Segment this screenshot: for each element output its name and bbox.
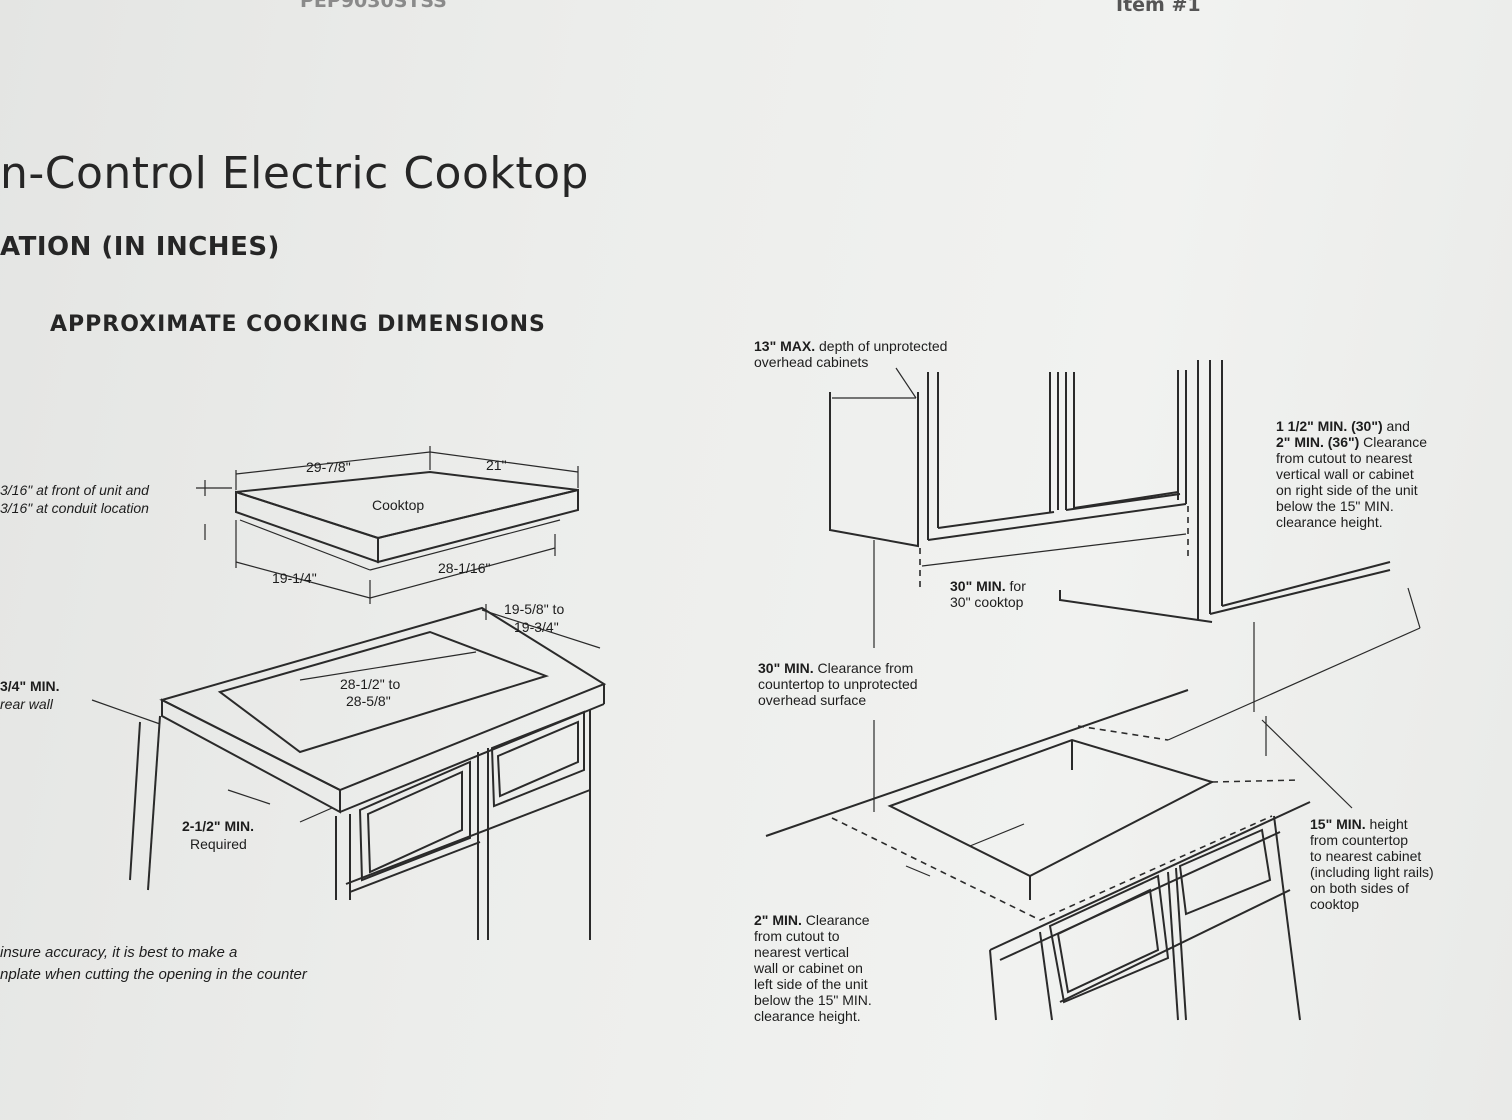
right-clearance-bold-1: 1 1/2" MIN. (30")	[1276, 418, 1383, 434]
cooktop-label: Cooktop	[372, 497, 425, 513]
height-clearance-line-1: height	[1365, 816, 1408, 832]
cooktop-min-text-2: 30" cooktop	[950, 594, 1024, 610]
overhead-clearance-line-1: Clearance from	[813, 660, 914, 676]
overhead-clearance-line-2: countertop to unprotected	[758, 676, 918, 692]
left-clearance-line-7: clearance height.	[754, 1008, 861, 1024]
height-clearance-bold: 15" MIN.	[1310, 816, 1366, 832]
right-clearance-line-6: clearance height.	[1276, 514, 1383, 530]
front-min: 2-1/2" MIN.	[182, 818, 254, 834]
rear-wall-min: 3/4" MIN.	[0, 678, 60, 694]
cooktop-min-text: for	[1005, 578, 1026, 594]
left-clearance-bold: 2" MIN.	[754, 912, 802, 928]
right-clearance-line-2: from cutout to nearest	[1276, 450, 1413, 466]
section-title: ATION (IN INCHES)	[0, 232, 280, 262]
height-clearance-line-3: to nearest cabinet	[1310, 848, 1422, 864]
item-number: Item #1	[1116, 0, 1201, 16]
height-clearance-line-2: from countertop	[1310, 832, 1409, 848]
right-clearance-line-3: vertical wall or cabinet	[1276, 466, 1414, 482]
dim-top-depth: 21"	[486, 457, 507, 473]
left-clearance-line-5: left side of the unit	[754, 976, 868, 992]
cabinet-drawing	[91, 604, 607, 940]
front-required: Required	[190, 836, 247, 852]
right-clearance-line-4: on right side of the unit	[1276, 482, 1418, 498]
right-clearance-line-5: below the 15" MIN.	[1276, 498, 1394, 514]
overhead-clearance-bold: 30" MIN.	[758, 660, 814, 676]
max-depth-text: depth of unprotected	[815, 338, 948, 354]
upper-cabinets-drawing	[829, 360, 1391, 623]
cutout-depth-2: 19-3/4"	[514, 619, 559, 635]
cutout-depth-1: 19-5/8" to	[504, 601, 565, 617]
left-clearance-line-1: Clearance	[801, 912, 870, 928]
right-clearance-label: 1 1/2" MIN. (30") and 2" MIN. (36") Clear…	[1276, 418, 1427, 530]
cutout-width-1: 28-1/2" to	[340, 676, 401, 692]
dim-bottom-depth: 19-1/4"	[272, 570, 317, 586]
note-line-1: insure accuracy, it is best to make a	[0, 944, 238, 961]
dim-bottom-width: 28-1/16"	[438, 560, 491, 576]
right-clearance-and: and	[1382, 418, 1410, 434]
height-clearance-line-4: (including light rails)	[1310, 864, 1434, 880]
height-note-1: 3/16" at front of unit and	[0, 482, 149, 498]
left-clearance-line-3: nearest vertical	[754, 944, 849, 960]
left-clearance-line-6: below the 15" MIN.	[754, 992, 872, 1008]
dim-top-width: 29-7/8"	[306, 459, 351, 475]
left-clearance-line-2: from cutout to	[754, 928, 840, 944]
height-note-2: 3/16" at conduit location	[0, 500, 149, 516]
subsection-title: APPROXIMATE COOKING DIMENSIONS	[50, 312, 546, 337]
height-clearance-line-5: on both sides of	[1310, 880, 1409, 896]
cooktop-min-bold: 30" MIN.	[950, 578, 1006, 594]
height-clearance-line-6: cooktop	[1310, 896, 1360, 912]
cutout-width-2: 28-5/8"	[346, 693, 391, 709]
right-clearance-line-1: Clearance	[1359, 434, 1427, 450]
max-depth-text-2: overhead cabinets	[754, 354, 869, 370]
cooktop-drawing	[196, 446, 579, 604]
overhead-clearance-line-3: overhead surface	[758, 692, 867, 708]
left-clearance-line-4: wall or cabinet on	[754, 960, 863, 976]
max-depth-bold: 13" MAX.	[754, 338, 816, 354]
countertop-drawing	[765, 540, 1421, 1021]
model-number: PEP9030STSS	[300, 0, 447, 12]
right-clearance-bold-2: 2" MIN. (36")	[1276, 434, 1360, 450]
page-title: n-Control Electric Cooktop	[0, 148, 589, 199]
rear-wall-label: rear wall	[0, 696, 53, 712]
note-line-2: nplate when cutting the opening in the c…	[0, 966, 307, 983]
